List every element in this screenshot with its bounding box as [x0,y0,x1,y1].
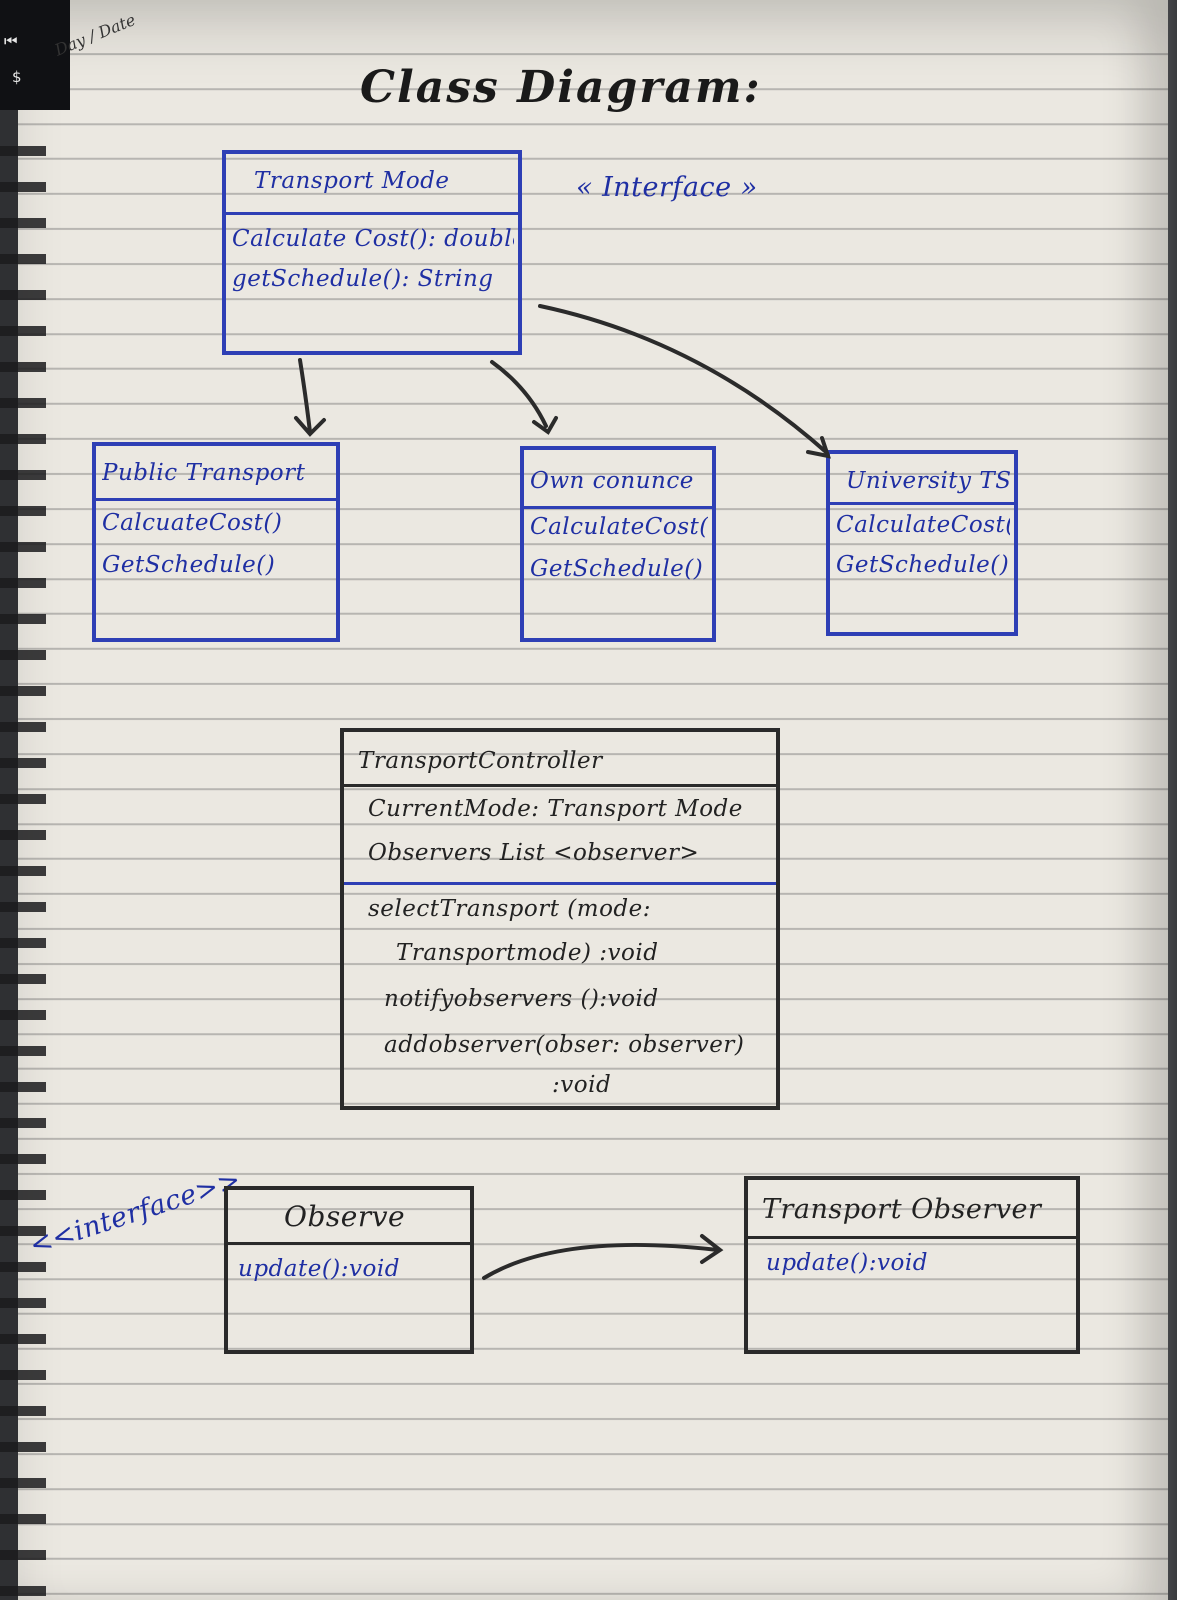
class-divider [748,1236,1076,1239]
dollar-key-icon: $ [12,68,22,86]
class-name: Transport Observer [762,1194,1042,1225]
class-transport-observer: Transport Observer update():void [744,1176,1080,1354]
method: GetSchedule() [836,552,1010,578]
class-name: Public Transport [102,460,306,486]
arrow-to-own-conveyance [490,360,548,428]
class-public-transport: Public Transport CalcuateCost() GetSched… [92,442,340,642]
notebook-page [18,0,1168,1600]
method: selectTransport (mode: [368,896,652,922]
arrow-to-public-transport [298,358,312,434]
method: CalculateCost() [836,512,1010,538]
page-title: Class Diagram: [360,62,762,113]
keyboard-corner: ⏮ $ [0,0,70,110]
arrowhead-own-conveyance [532,416,558,435]
class-divider [96,498,336,501]
class-divider [344,784,776,787]
class-divider [524,506,712,509]
method: notifyobservers ():void [384,986,659,1012]
class-name: Own conunce [530,468,694,494]
arrowhead-university-tsp [806,436,831,459]
class-transport-controller: TransportController CurrentMode: Transpo… [340,728,780,1110]
method: CalculateCost() [530,514,708,540]
class-university-tsp: University TSP CalculateCost() GetSchedu… [826,450,1018,636]
class-observer: Observe update():void [224,1186,474,1354]
class-divider [830,502,1014,505]
arrow-observer-to-transport-observer [482,1243,720,1280]
class-name: Observe [284,1200,406,1233]
class-name: University TSP [846,468,1010,494]
method: GetSchedule() [102,552,276,578]
class-name: TransportController [358,748,603,774]
method: Calculate Cost(): double [232,226,514,252]
class-divider [226,212,518,215]
method: update():void [238,1256,400,1282]
method: getSchedule(): String [232,266,494,292]
notebook-spiral [0,0,46,1600]
class-name: Transport Mode [254,168,450,194]
interface-stereotype-top: « Interface » [576,172,758,203]
method: CalcuateCost() [102,510,283,536]
method: :void [552,1072,612,1098]
class-transport-mode: Transport Mode Calculate Cost(): double … [222,150,522,355]
method: Transportmode) :void [396,940,659,966]
attribute: Observers List <observer> [368,840,700,866]
method: GetSchedule() [530,556,704,582]
method: update():void [766,1250,928,1276]
class-divider [344,882,776,885]
attribute: CurrentMode: Transport Mode [368,796,743,822]
method: addobserver(obser: observer) [384,1032,745,1058]
rewind-key-icon: ⏮ [4,32,18,50]
class-own-conveyance: Own conunce CalculateCost() GetSchedule(… [520,446,716,642]
arrowhead-transport-observer [700,1234,724,1264]
arrowhead-public-transport [294,416,326,437]
class-divider [228,1242,470,1245]
arrow-to-university-tsp [538,304,828,454]
